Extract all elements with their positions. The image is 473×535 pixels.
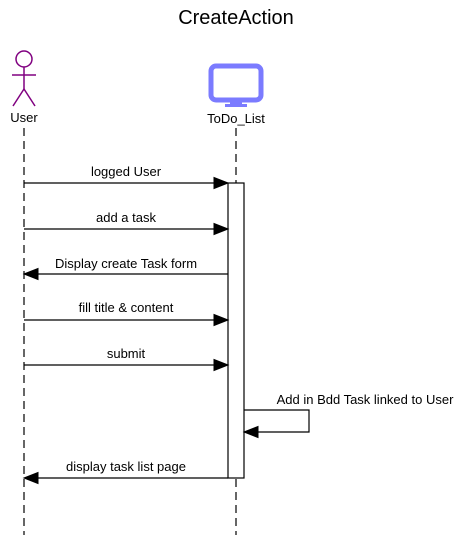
activation-bar bbox=[227, 182, 245, 479]
message-label: display task list page bbox=[66, 459, 186, 474]
diagram-title: CreateAction bbox=[178, 7, 294, 29]
message-label: submit bbox=[107, 346, 146, 361]
message-label: fill title & content bbox=[79, 300, 174, 315]
message-fill-title-content: fill title & content bbox=[24, 300, 230, 327]
message-label: logged User bbox=[91, 164, 162, 179]
message-logged-user: logged User bbox=[24, 164, 230, 190]
message-label: Display create Task form bbox=[55, 256, 197, 271]
stick-figure-icon bbox=[12, 50, 36, 107]
monitor-icon bbox=[208, 63, 264, 107]
participant-user-label: User bbox=[10, 110, 38, 125]
message-label: add a task bbox=[96, 210, 156, 225]
message-add-in-bdd-self-call: Add in Bdd Task linked to User bbox=[242, 392, 454, 439]
message-label: Add in Bdd Task linked to User bbox=[277, 392, 454, 407]
message-submit: submit bbox=[24, 346, 230, 372]
message-add-a-task: add a task bbox=[24, 210, 230, 236]
message-display-task-list-page: display task list page bbox=[22, 459, 228, 485]
participant-todo-label: ToDo_List bbox=[207, 111, 265, 126]
message-display-create-task-form: Display create Task form bbox=[22, 256, 228, 281]
